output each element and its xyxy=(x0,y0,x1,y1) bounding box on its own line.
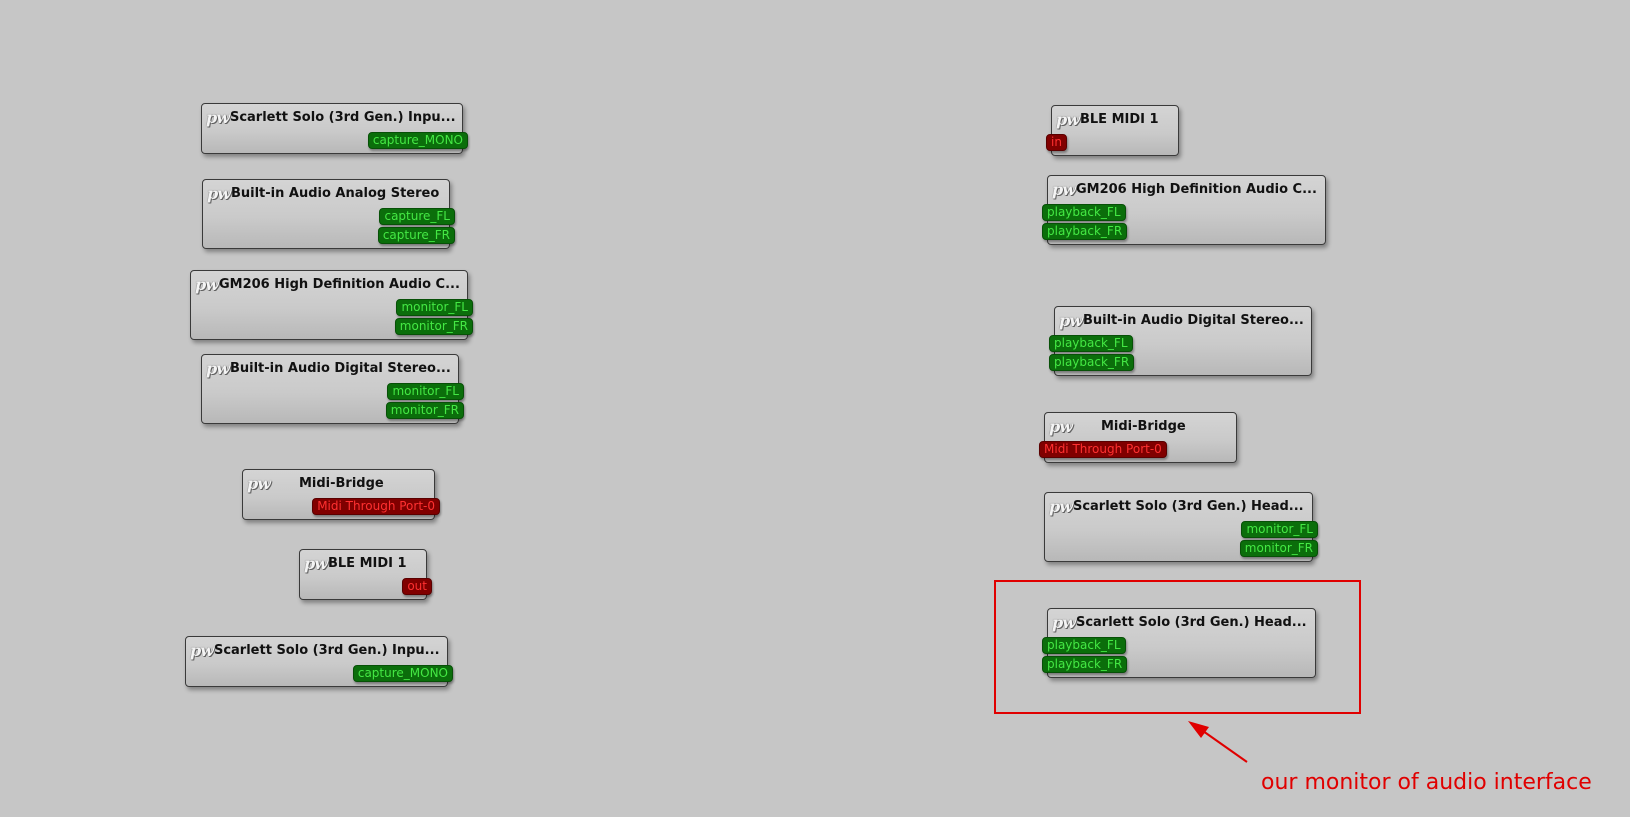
pipewire-icon: pw xyxy=(1049,416,1073,436)
annotation-text: our monitor of audio interface xyxy=(1261,770,1592,795)
port-midi-through[interactable]: Midi Through Port-0 xyxy=(1039,441,1167,458)
port-capture-fr[interactable]: capture_FR xyxy=(377,227,455,244)
port-in[interactable]: in xyxy=(1046,134,1067,151)
pipewire-icon: pw xyxy=(195,274,219,294)
port-out[interactable]: out xyxy=(402,578,432,595)
port-playback-fl[interactable]: playback_FL xyxy=(1042,204,1126,221)
port-playback-fl[interactable]: playback_FL xyxy=(1042,637,1126,654)
highlight-box xyxy=(994,580,1361,714)
pipewire-icon: pw xyxy=(1052,612,1076,632)
port-monitor-fr[interactable]: monitor_FR xyxy=(385,402,464,419)
pipewire-icon: pw xyxy=(206,358,230,378)
port-playback-fr[interactable]: playback_FR xyxy=(1042,223,1128,240)
port-monitor-fr[interactable]: monitor_FR xyxy=(394,318,473,335)
pipewire-icon: pw xyxy=(1056,109,1080,129)
pipewire-icon: pw xyxy=(206,107,230,127)
port-monitor-fl[interactable]: monitor_FL xyxy=(396,299,473,316)
port-capture-fl[interactable]: capture_FL xyxy=(379,208,455,225)
pipewire-icon: pw xyxy=(247,473,271,493)
pipewire-icon: pw xyxy=(304,553,328,573)
port-monitor-fl[interactable]: monitor_FL xyxy=(387,383,464,400)
port-playback-fr[interactable]: playback_FR xyxy=(1049,354,1135,371)
port-playback-fl[interactable]: playback_FL xyxy=(1049,335,1133,352)
port-midi-through[interactable]: Midi Through Port-0 xyxy=(312,498,440,515)
pipewire-icon: pw xyxy=(190,640,214,660)
port-monitor-fl[interactable]: monitor_FL xyxy=(1241,521,1318,538)
port-capture-mono[interactable]: capture_MONO xyxy=(352,665,453,682)
pipewire-icon: pw xyxy=(207,183,231,203)
pipewire-icon: pw xyxy=(1049,496,1073,516)
pipewire-icon: pw xyxy=(1059,310,1083,330)
pipewire-icon: pw xyxy=(1052,179,1076,199)
port-playback-fr[interactable]: playback_FR xyxy=(1042,656,1128,673)
port-monitor-fr[interactable]: monitor_FR xyxy=(1239,540,1318,557)
port-capture-mono[interactable]: capture_MONO xyxy=(367,132,468,149)
